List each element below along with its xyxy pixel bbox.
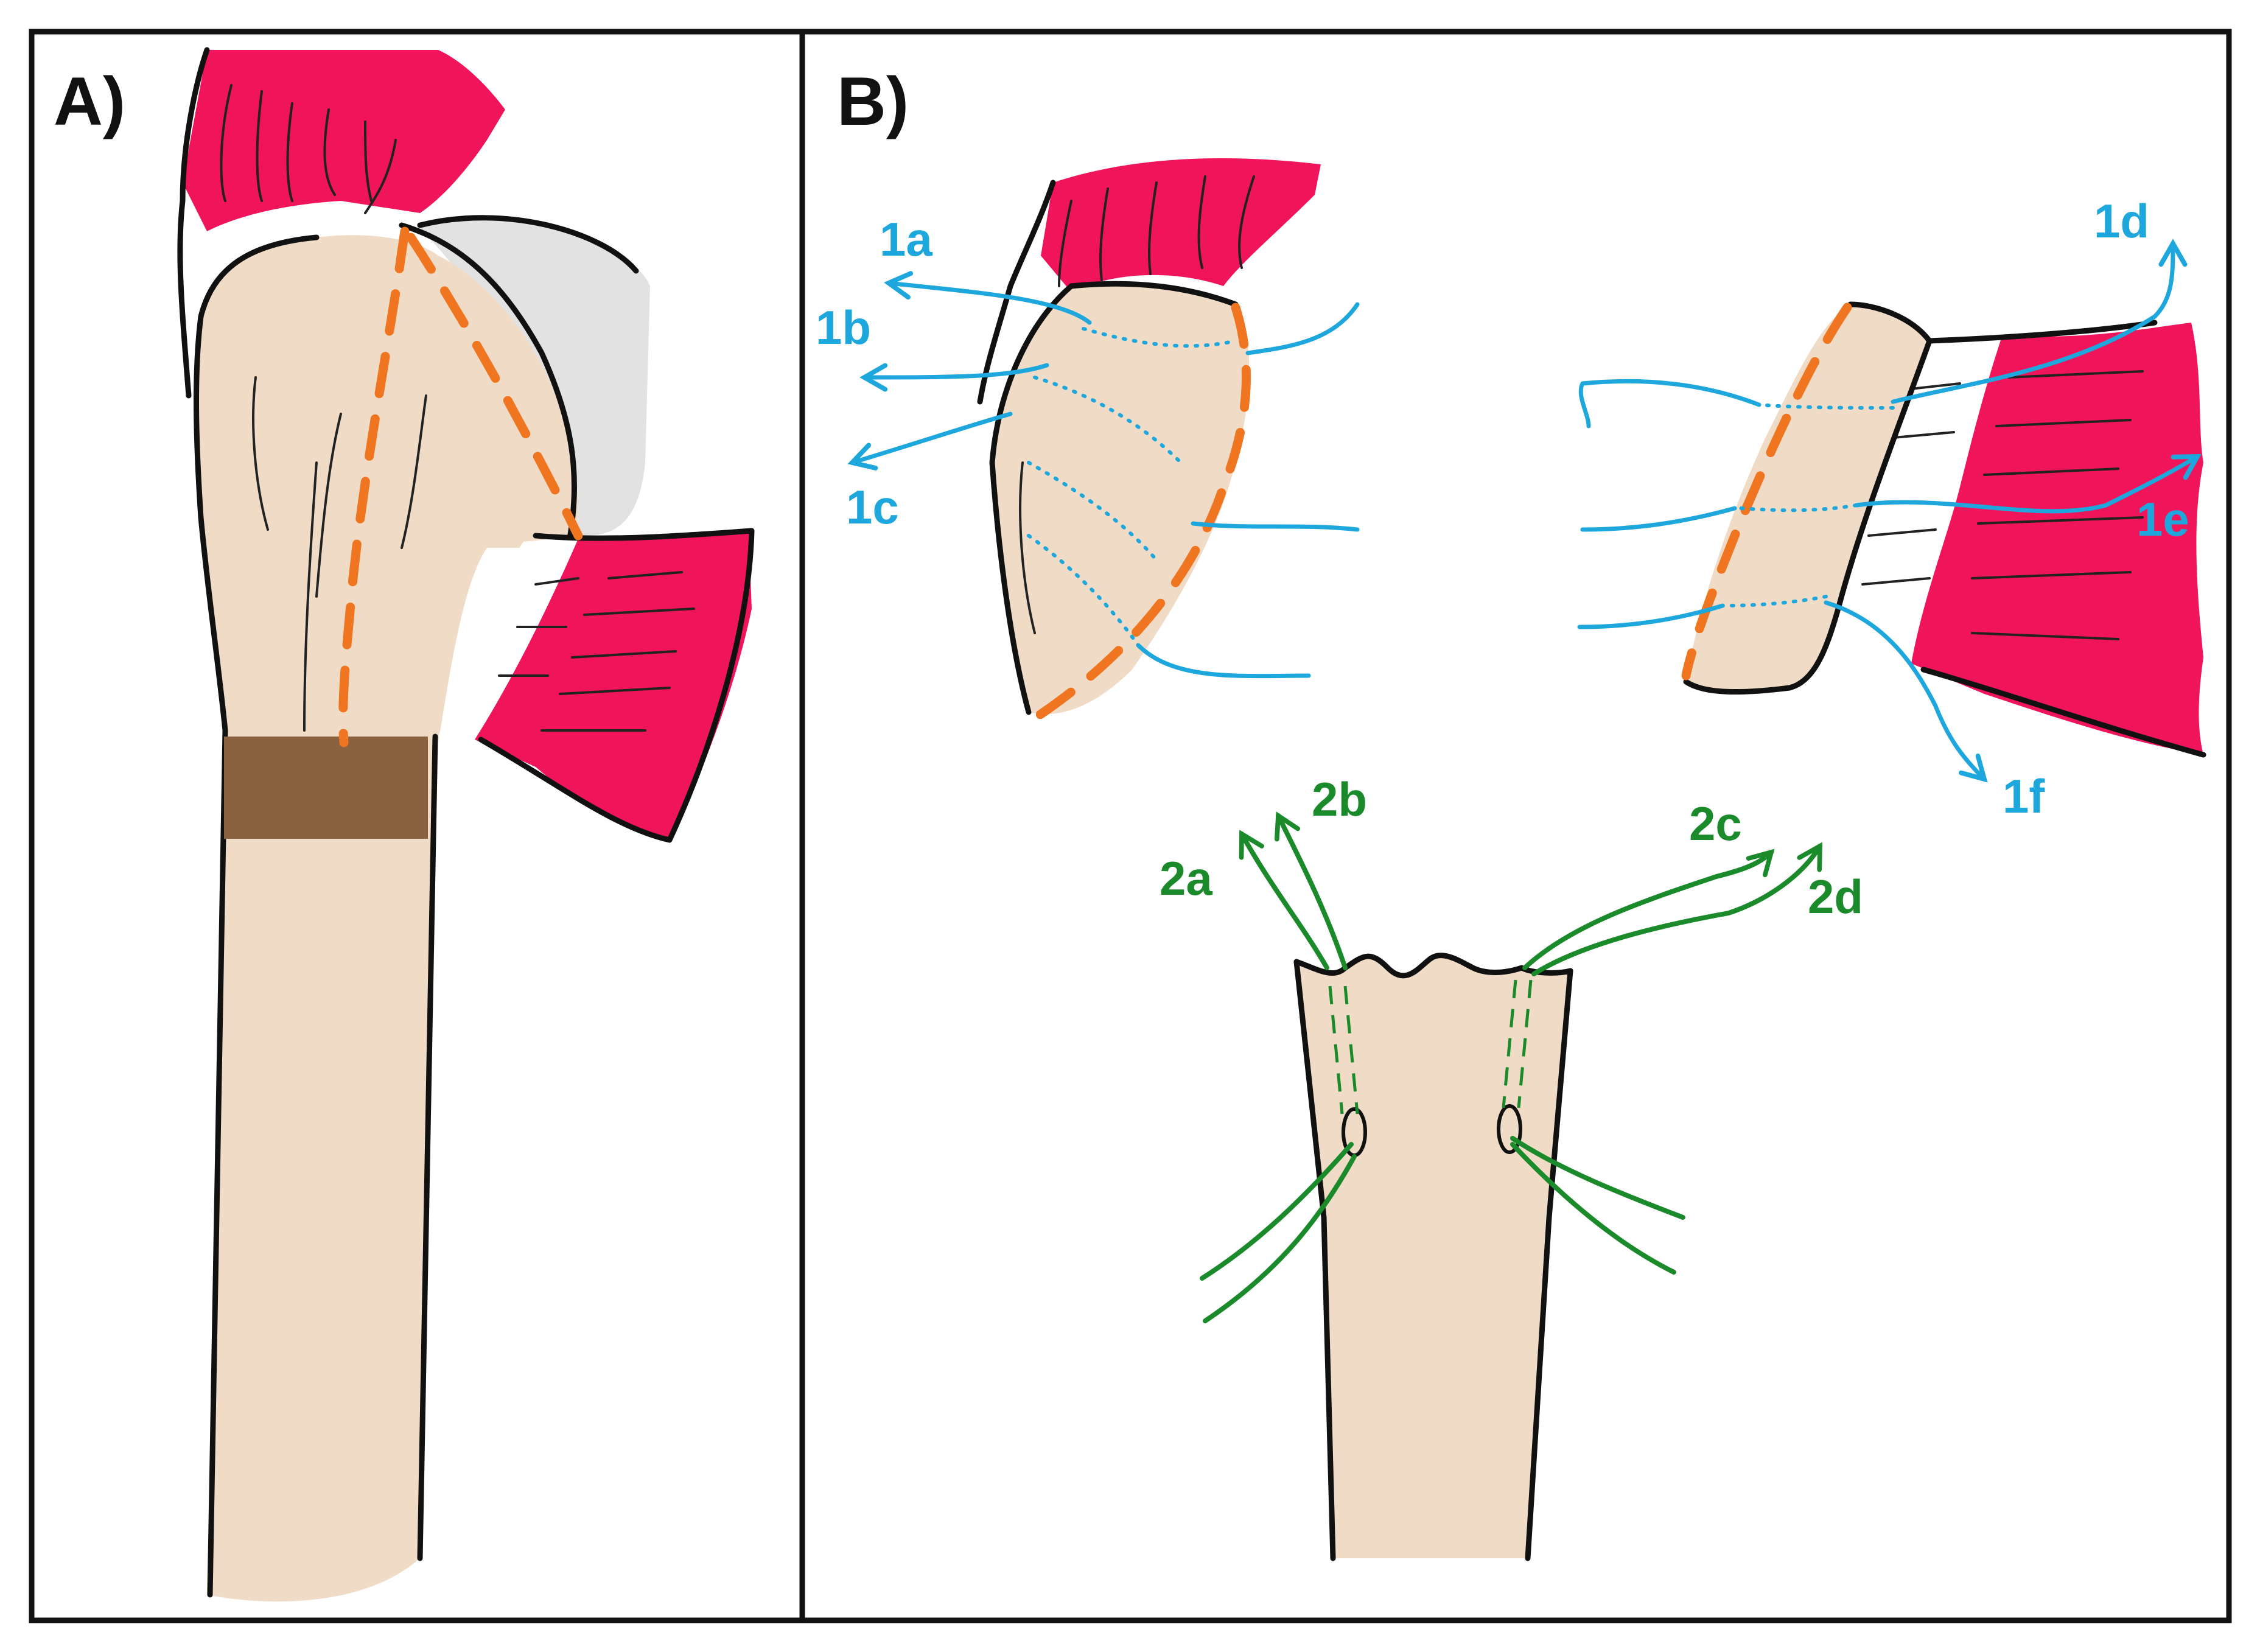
infraspinatus-tendon xyxy=(438,536,584,740)
label-2b: 2b xyxy=(1312,772,1367,826)
fragment-right-bone xyxy=(1686,304,1929,692)
label-1b: 1b xyxy=(816,301,871,354)
fixation-band xyxy=(224,737,428,839)
suture-2a xyxy=(1239,830,1329,970)
fragment-right-muscle xyxy=(1911,323,2203,755)
fragment-left xyxy=(847,158,1360,723)
osteotomy-line-1 xyxy=(338,226,410,747)
fragment-left-osteotomy xyxy=(1030,303,1251,723)
shaft-right-edge xyxy=(1525,968,1573,1561)
label-1d: 1d xyxy=(2094,194,2149,248)
supraspinatus-muscle xyxy=(183,50,505,231)
humerus-right-edge xyxy=(417,733,438,1561)
infraspinatus-muscle xyxy=(475,530,752,840)
label-2d: 2d xyxy=(1808,870,1863,923)
label-1e: 1e xyxy=(2136,492,2189,546)
suture-1c xyxy=(847,411,1013,471)
shaft-bone xyxy=(1296,955,1570,1558)
fragment-right xyxy=(1577,239,2206,783)
suture-1a xyxy=(884,271,1092,325)
humeral-head-right-edge xyxy=(399,222,578,545)
humeral-shaft xyxy=(1200,811,1822,1561)
drill-hole-right xyxy=(1497,1104,1522,1154)
fragment-left-muscle xyxy=(1041,158,1321,292)
label-2a: 2a xyxy=(1160,852,1212,905)
figure-frame xyxy=(29,29,2232,1623)
panel-b: B) xyxy=(816,63,2206,1561)
suture-1f xyxy=(1824,600,1988,783)
infraspinatus-outline xyxy=(478,528,755,843)
suture-2b xyxy=(1275,811,1348,970)
fragment-right-osteotomy xyxy=(1681,303,1852,681)
label-1a: 1a xyxy=(880,212,932,266)
suture-1b xyxy=(859,363,1049,392)
suture-1e xyxy=(1854,453,2202,514)
suture-2d xyxy=(1531,842,1822,976)
osteotomy-line-2 xyxy=(406,233,583,541)
label-1c: 1c xyxy=(846,480,899,534)
humeral-head-and-shaft xyxy=(196,235,578,1602)
panel-a-label: A) xyxy=(54,63,125,139)
glenoid-outline xyxy=(417,215,639,274)
panel-b-label: B) xyxy=(837,63,909,139)
label-1f: 1f xyxy=(2003,769,2045,823)
label-2c: 2c xyxy=(1689,797,1742,850)
fragment-left-bone xyxy=(992,284,1250,715)
suture-2c xyxy=(1522,849,1775,970)
humerus-left-edge xyxy=(194,234,320,1598)
suture-1d xyxy=(1891,239,2188,404)
shaft-left-edge xyxy=(1293,959,1336,1561)
supraspinatus-muscle-edge xyxy=(177,47,210,399)
panel-a: A) xyxy=(54,47,755,1602)
